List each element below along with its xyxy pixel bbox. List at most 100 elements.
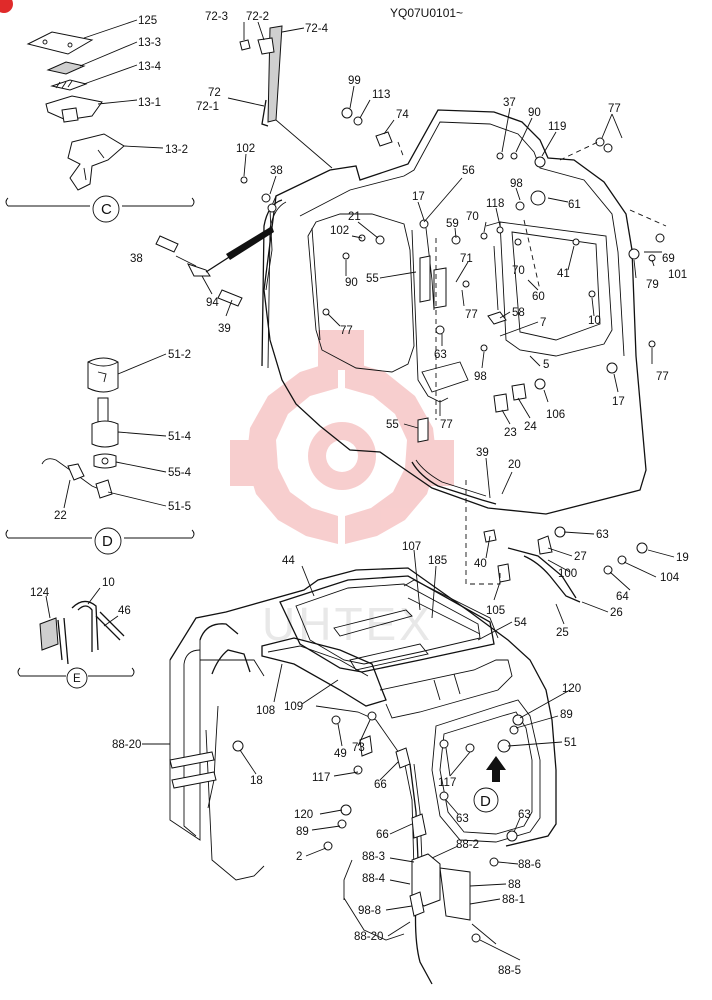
part-label: 26	[610, 607, 623, 619]
part-label: 23	[504, 427, 517, 439]
part-label: 74	[396, 109, 409, 121]
part-label: 40	[474, 558, 487, 570]
view-d-parts	[41, 357, 119, 499]
view-e-circle	[66, 667, 88, 689]
cable-connector	[155, 226, 274, 307]
part-label: 10	[588, 315, 601, 327]
part-label: 66	[376, 829, 389, 841]
part-label: 44	[282, 555, 295, 567]
part-label: 13-4	[138, 61, 162, 73]
part-label: 88-5	[498, 965, 521, 977]
callout-d-letter: D	[480, 793, 491, 810]
view-d-leaders	[63, 353, 167, 509]
part-label: 120	[562, 683, 581, 695]
part-label: 70	[466, 211, 479, 223]
part-label: 69	[662, 253, 675, 265]
part-label: 17	[412, 191, 425, 203]
fasteners	[232, 107, 665, 943]
part-label: 60	[532, 291, 545, 303]
part-label: 55	[366, 273, 379, 285]
part-label: 88-4	[362, 873, 386, 885]
part-label: 90	[345, 277, 358, 289]
part-label: 107	[402, 541, 421, 553]
part-label: 118	[486, 198, 504, 210]
view-c-circle	[92, 195, 120, 223]
part-label: 20	[508, 459, 521, 471]
part-label: 17	[612, 396, 625, 408]
part-label: 19	[676, 552, 689, 564]
view-e-rule	[17, 667, 135, 677]
part-label: 27	[574, 551, 587, 563]
part-label: 106	[546, 409, 565, 421]
part-label: 51-2	[168, 349, 191, 361]
part-label: 55	[386, 419, 399, 431]
part-label: 21	[348, 211, 361, 223]
part-label: 124	[30, 587, 50, 599]
part-label: 41	[557, 268, 570, 280]
part-label: 72-3	[205, 11, 228, 23]
part-label: 185	[428, 555, 447, 567]
part-label: 77	[656, 371, 669, 383]
part-label: 72	[208, 87, 221, 99]
part-label: 51-5	[168, 501, 191, 513]
part-label: 117	[438, 777, 456, 789]
part-label: 101	[668, 269, 687, 281]
part-label: 39	[218, 323, 231, 335]
part-label: 55-4	[168, 467, 192, 479]
part-label: 104	[660, 572, 680, 584]
part-label: 117	[312, 772, 330, 784]
part-label: 22	[54, 510, 67, 522]
part-label: 98-8	[358, 905, 381, 917]
part-label: 25	[556, 627, 569, 639]
part-labels: 125 13-3 13-4 13-1 13-2 72-3 72-2 72-4 7…	[30, 11, 689, 977]
view-c-leaders	[79, 19, 164, 149]
part-label: 90	[528, 107, 541, 119]
part-label: 73	[352, 742, 365, 754]
part-label: 77	[465, 309, 478, 321]
view-e-letter: E	[73, 673, 81, 685]
part-label: 98	[474, 371, 487, 383]
part-label: 102	[236, 143, 255, 155]
part-label: 13-1	[138, 97, 161, 109]
part-label: 51-4	[168, 431, 192, 443]
wiper-assembly	[239, 25, 283, 127]
part-label: 37	[503, 97, 516, 109]
part-label: 88-20	[112, 739, 141, 751]
diagram-code: YQ07U0101~	[390, 6, 463, 20]
part-label: 13-3	[138, 37, 161, 49]
part-label: 77	[340, 325, 353, 337]
part-label: 94	[206, 297, 219, 309]
dashed-guides	[397, 141, 667, 585]
lower-cab-shell	[169, 567, 557, 941]
part-label: 77	[440, 419, 453, 431]
view-c-letter: C	[101, 201, 112, 218]
part-label: 54	[514, 617, 527, 629]
part-label: 70	[512, 265, 525, 277]
part-label: 63	[434, 349, 447, 361]
part-label: 63	[596, 529, 609, 541]
part-label: 88-6	[518, 859, 541, 871]
view-d-rule	[5, 529, 195, 539]
part-label: 5	[543, 359, 549, 371]
part-label: 63	[518, 809, 531, 821]
part-label: 119	[548, 121, 566, 133]
part-label: 61	[568, 199, 581, 211]
part-label: 125	[138, 15, 157, 27]
part-label: 49	[334, 748, 347, 760]
part-label: 72-1	[196, 101, 219, 113]
wiring-harness	[207, 459, 581, 985]
part-label: 88-2	[456, 839, 479, 851]
watermark-text: UHTEX	[262, 598, 433, 650]
part-label: 39	[476, 447, 489, 459]
part-label: 89	[560, 709, 573, 721]
part-label: 72-2	[246, 11, 269, 23]
part-label: 98	[510, 178, 523, 190]
view-d-letter: D	[102, 533, 113, 550]
part-label: 88	[508, 879, 521, 891]
part-label: 99	[348, 75, 361, 87]
part-label: 72-4	[305, 23, 329, 35]
part-label: 71	[460, 253, 473, 265]
part-label: 64	[616, 591, 629, 603]
